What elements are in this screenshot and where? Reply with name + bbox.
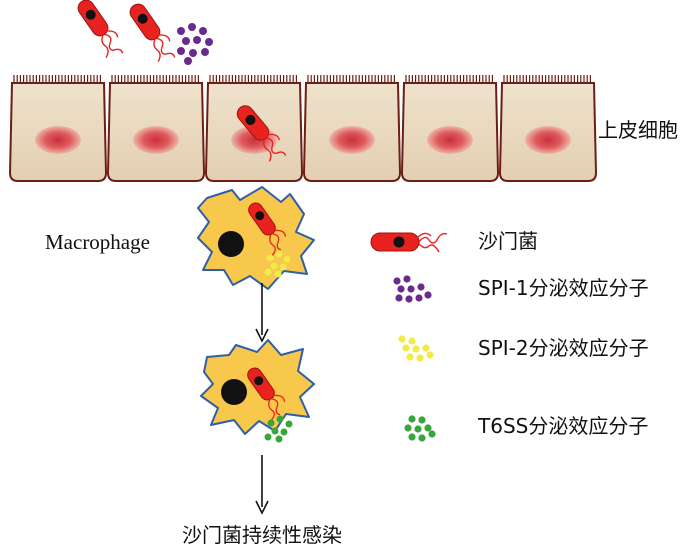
- microvilli: [405, 75, 493, 83]
- legend-label-salmonella: 沙门菌: [478, 229, 538, 253]
- epithelial-cell-layer: [8, 75, 598, 182]
- legend-label-spi1: SPI-1分泌效应分子: [478, 276, 649, 300]
- salmonella-bacterium-icon: [370, 232, 448, 253]
- cell-nucleus: [133, 126, 179, 154]
- salmonella-bacterium-icon: [247, 367, 286, 422]
- spi2-effector-dots-icon: [398, 335, 434, 362]
- spi1-effector-dots-icon: [393, 275, 432, 303]
- microvilli: [503, 75, 591, 83]
- macrophage-nucleus: [218, 231, 244, 257]
- macrophage-nucleus: [221, 379, 247, 405]
- microvilli: [307, 75, 395, 83]
- t6ss-effector-dots-icon: [264, 415, 293, 443]
- salmonella-bacterium-icon: [236, 105, 287, 162]
- salmonella-bacterium-icon: [248, 202, 287, 257]
- arrow-down-icon: [255, 455, 269, 515]
- salmonella-bacterium-icon: [129, 3, 176, 62]
- cell-nucleus: [329, 126, 375, 154]
- spi1-effector-dots-icon: [177, 23, 213, 65]
- microvilli: [111, 75, 199, 83]
- cell-nucleus: [525, 126, 571, 154]
- epithelial-cell: [106, 75, 206, 182]
- epithelial-cell: [8, 75, 108, 182]
- macrophage-cell: [197, 186, 315, 290]
- persistent-infection-label: 沙门菌持续性感染: [182, 523, 342, 547]
- legend-label-t6ss: T6SS分泌效应分子: [477, 414, 648, 438]
- legend-label-spi2: SPI-2分泌效应分子: [478, 336, 649, 360]
- cell-nucleus: [427, 126, 473, 154]
- t6ss-effector-dots-icon: [404, 415, 436, 442]
- spi2-effector-dots-icon: [264, 250, 291, 278]
- microvilli: [209, 75, 297, 83]
- legend: 沙门菌 SPI-1分泌效应分子 SPI-2分泌效应分子 T6SS分泌效应分子: [370, 229, 649, 442]
- microvilli: [13, 75, 101, 83]
- arrow-down-icon: [255, 283, 269, 343]
- salmonella-bacterium-icon: [77, 0, 124, 58]
- epithelial-cell-label: 上皮细胞: [598, 118, 678, 142]
- macrophage-cell: [200, 339, 315, 443]
- epithelial-cell: [302, 75, 402, 182]
- cell-nucleus: [35, 126, 81, 154]
- epithelial-cell: [400, 75, 500, 182]
- epithelial-cell: [498, 75, 598, 182]
- macrophage-label: Macrophage: [45, 230, 150, 254]
